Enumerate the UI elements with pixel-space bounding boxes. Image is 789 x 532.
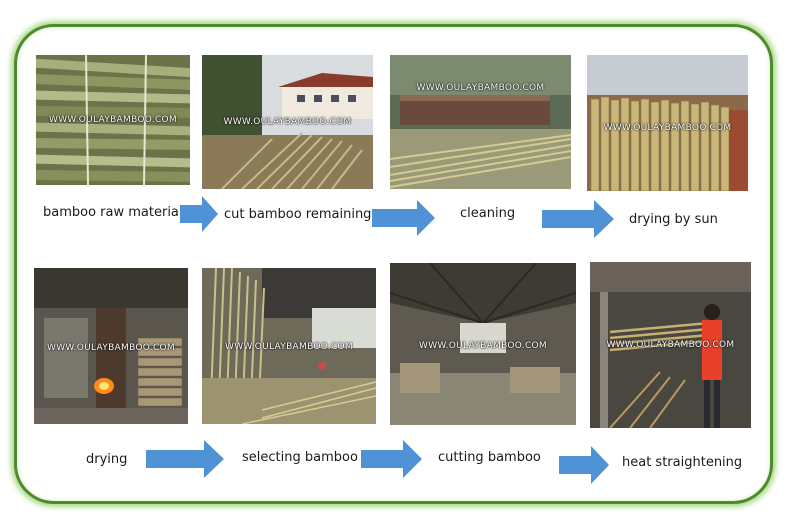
step-label: bamboo raw materials [43,205,189,220]
arrow-right-icon [180,196,218,232]
step-label: selecting bamboo [242,450,358,465]
photo-selecting-bamboo: WWW.OULAYBAMBOO.COM [202,268,376,424]
watermark: WWW.OULAYBAMBOO.COM [390,83,571,93]
watermark: WWW.OULAYBAMBOO.COM [587,123,748,133]
watermark: WWW.OULAYBAMBOO.COM [202,117,373,127]
watermark: WWW.OULAYBAMBOO.COM [590,340,751,350]
photo-drying: WWW.OULAYBAMBOO.COM [34,268,188,424]
step-label: heat straightening [622,455,742,470]
step-label: cleaning [460,206,515,221]
arrow-right-icon [146,440,224,478]
step-label: drying [86,452,127,467]
step-label: cut bamboo remaining [224,207,371,222]
photo-heat-straightening: WWW.OULAYBAMBOO.COM [590,262,751,428]
photo-cutting-bamboo: WWW.OULAYBAMBOO.COM [390,263,576,425]
photo-drying-by-sun: WWW.OULAYBAMBOO.COM [587,55,748,191]
watermark: WWW.OULAYBAMBOO.COM [34,343,188,353]
arrow-right-icon [559,446,609,484]
arrow-right-icon [542,200,614,238]
watermark: WWW.OULAYBAMBOO.COM [202,342,376,352]
photo-bamboo-raw-materials: WWW.OULAYBAMBOO.COM [36,55,190,185]
watermark: WWW.OULAYBAMBOO.COM [36,115,190,125]
photo-cleaning: WWW.OULAYBAMBOO.COM [390,55,571,189]
arrow-right-icon [361,440,422,478]
arrow-right-icon [372,200,435,236]
photo-cut-bamboo-remaining: WWW.OULAYBAMBOO.COM [202,55,373,189]
step-label: cutting bamboo [438,450,541,465]
step-label: drying by sun [629,212,718,227]
watermark: WWW.OULAYBAMBOO.COM [390,341,576,351]
